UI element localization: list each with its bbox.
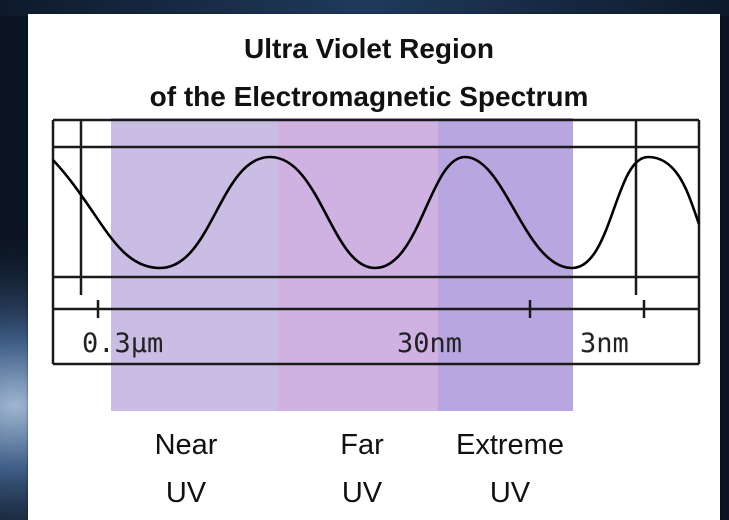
extreme-uv-band	[438, 118, 573, 411]
extreme-uv-label-line1: Extreme	[456, 429, 564, 461]
scale-label-30nm: 30nm	[397, 328, 462, 359]
near-uv-label-line1: Near	[155, 429, 218, 461]
extreme-uv-label-line2: UV	[490, 477, 531, 509]
far-uv-label-line1: Far	[340, 429, 384, 461]
far-uv-label-line2: UV	[342, 477, 383, 509]
spectrum-frame	[51, 118, 701, 366]
scale-ticks	[96, 300, 646, 318]
wave-line	[52, 155, 701, 270]
scale-label-3nm: 3nm	[580, 328, 629, 359]
far-uv-band	[278, 118, 438, 411]
near-uv-band	[111, 118, 278, 411]
diagram-title-line1: Ultra Violet Region	[244, 33, 494, 64]
diagram-title-line2: of the Electromagnetic Spectrum	[150, 81, 589, 112]
near-uv-label-line2: UV	[166, 477, 207, 509]
scale-label-0-3um: 0.3μm	[82, 328, 163, 359]
